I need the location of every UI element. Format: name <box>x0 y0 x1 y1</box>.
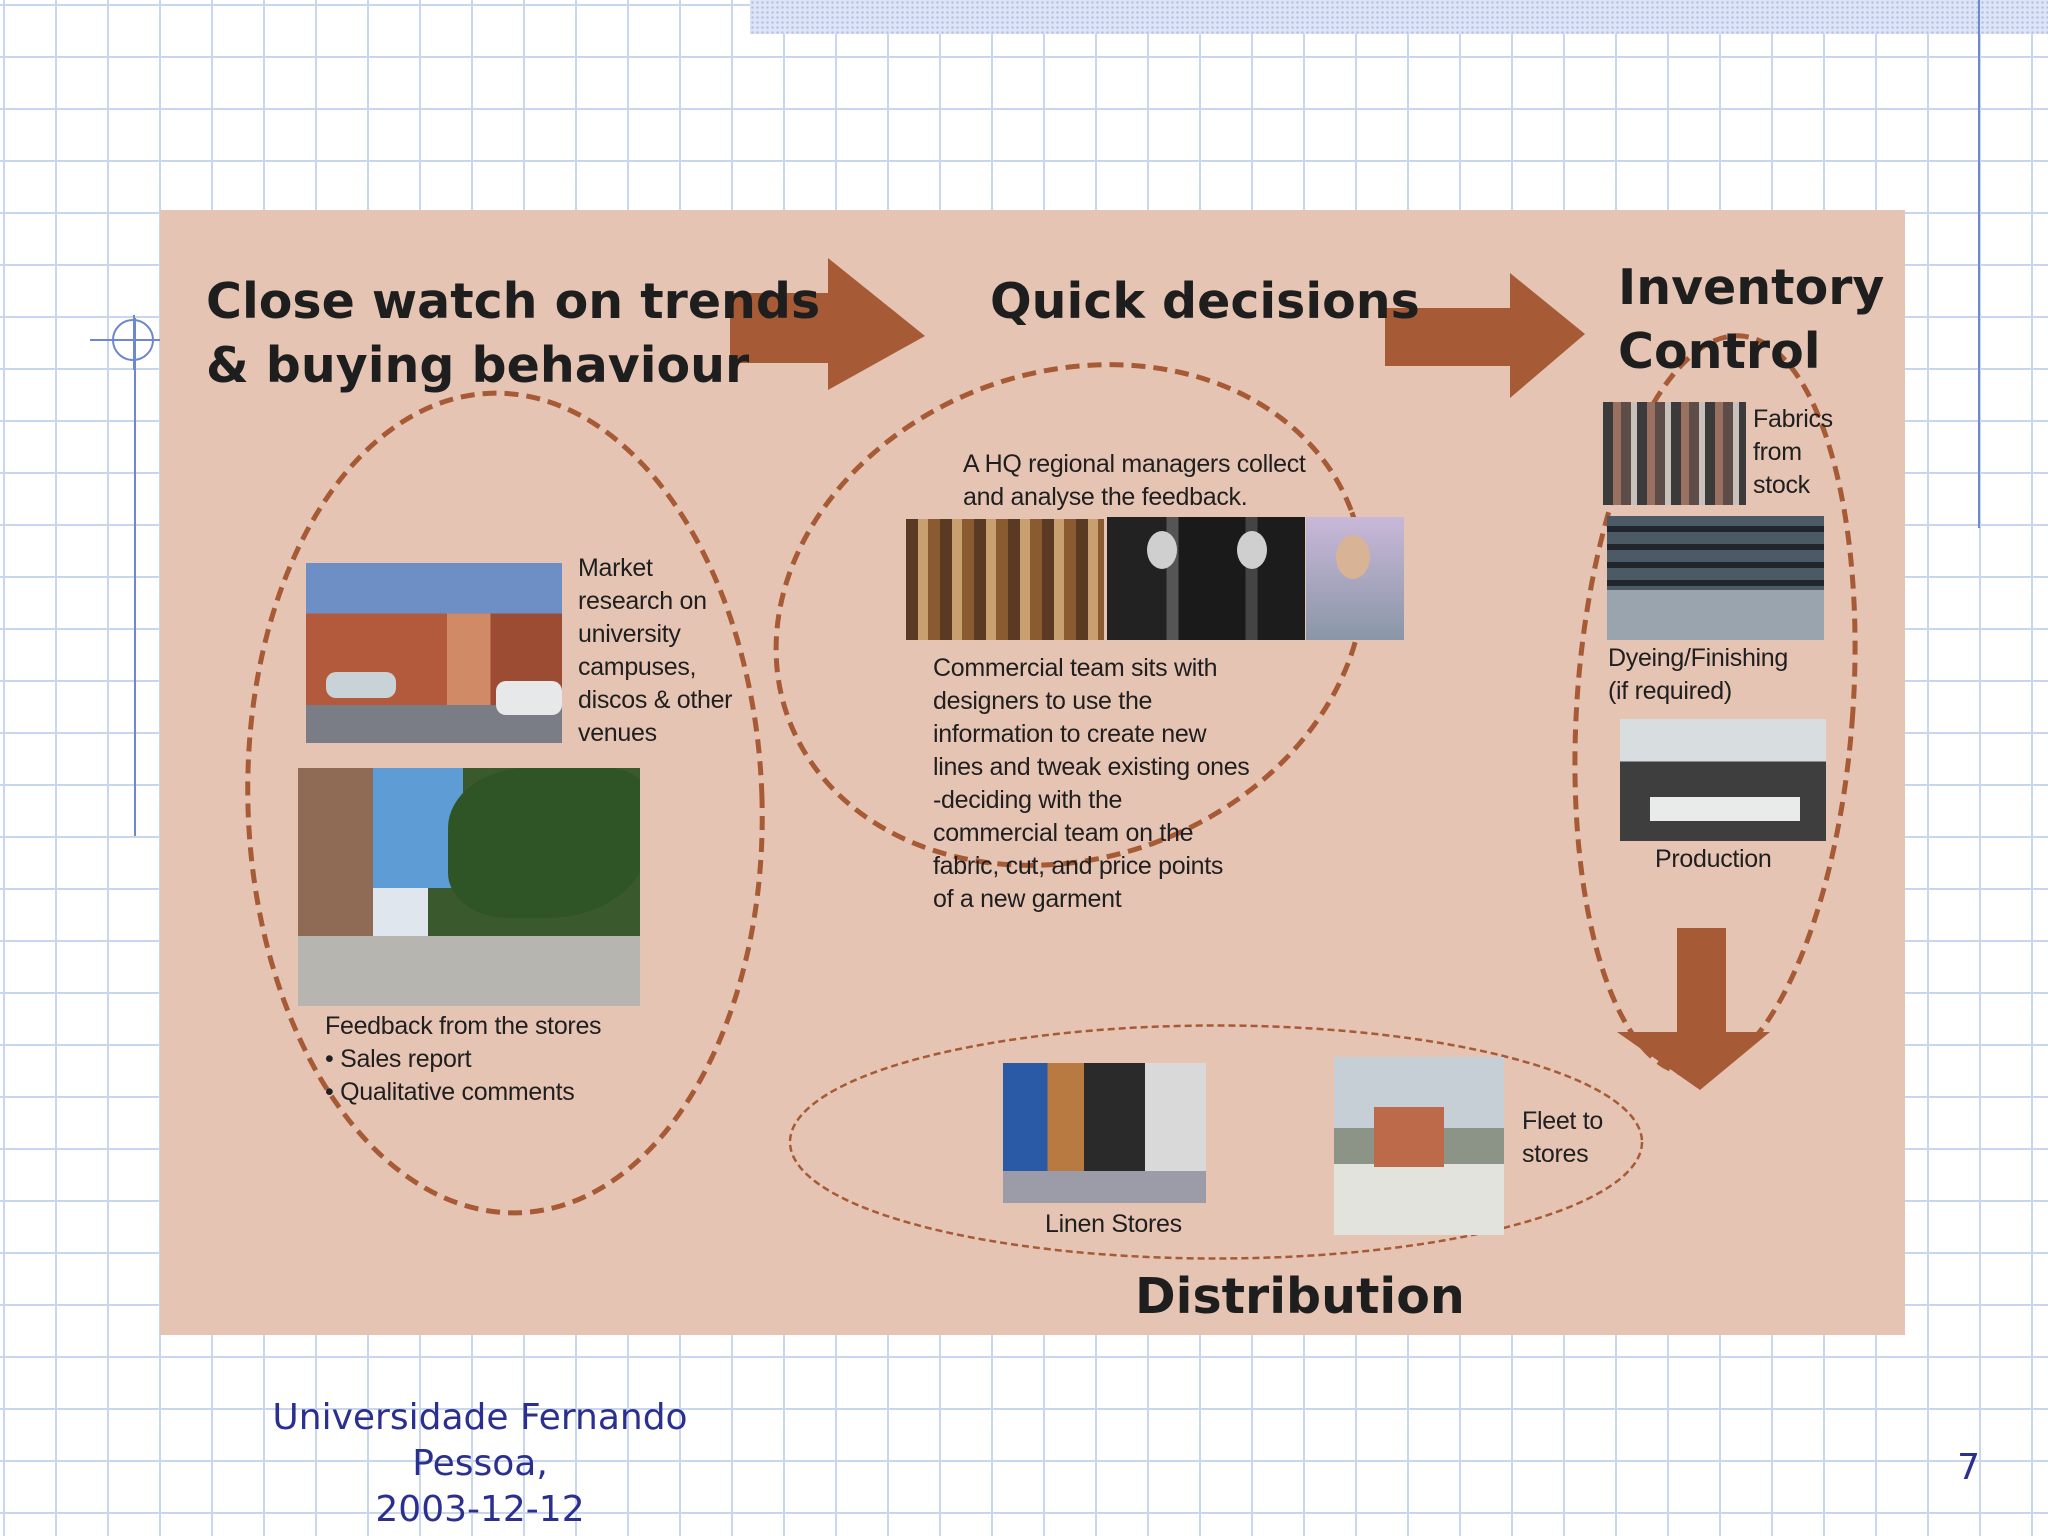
footer-institution-name: Universidade Fernando Pessoa, <box>272 1397 688 1484</box>
distribution-dashed-ellipse <box>788 1024 1644 1260</box>
left-vertical-rule <box>134 318 136 836</box>
production-photo <box>1620 719 1826 841</box>
decisions-dashed-ellipse <box>773 362 1367 868</box>
right-vertical-rule <box>1978 0 1980 528</box>
crosshair-icon <box>90 315 160 370</box>
fabrics-photo <box>1603 402 1746 505</box>
hq-managers-photo <box>1107 517 1305 640</box>
label-linen-stores: Linen Stores <box>1045 1210 1182 1238</box>
label-dyeing-finishing: Dyeing/Finishing (if required) <box>1608 644 1789 705</box>
footer-institution: Universidade Fernando Pessoa, 2003-12-12 <box>200 1395 760 1533</box>
heading-distribution: Distribution <box>1135 1268 1465 1325</box>
heading-quick-decisions: Quick decisions <box>990 273 1420 330</box>
top-decorative-band <box>750 0 2048 34</box>
label-commercial-team: Commercial team sits with designers to u… <box>933 654 1250 913</box>
diagram-overlay <box>245 258 1858 1260</box>
flow-arrows <box>730 258 1770 1090</box>
label-hq-managers: A HQ regional managers collect and analy… <box>963 450 1306 511</box>
label-fleet-to-stores: Fleet to stores <box>1522 1107 1603 1168</box>
arrow-down <box>1617 928 1770 1090</box>
label-production: Production <box>1655 845 1772 873</box>
campus-photo <box>306 563 562 743</box>
label-fabrics-from-stock: Fabrics from stock <box>1753 405 1833 499</box>
label-feedback-stores: Feedback from the stores • Sales report … <box>325 1012 602 1106</box>
dyeing-photo <box>1607 516 1824 640</box>
heading-inventory-control: Inventory Control <box>1618 259 1885 380</box>
arrow-right-2 <box>1385 273 1585 398</box>
hq-store-photo <box>906 519 1104 640</box>
label-market-research: Market research on university campuses, … <box>578 554 733 747</box>
fleet-photo <box>1334 1057 1504 1235</box>
arrow-right-1 <box>730 258 925 390</box>
hq-designer-photo <box>1306 517 1404 640</box>
diagram-panel: Close watch on trends & buying behaviour… <box>160 210 1905 1335</box>
linen-store-photo <box>1003 1063 1206 1203</box>
page-number: 7 <box>1957 1447 1980 1488</box>
footer-date: 2003-12-12 <box>375 1489 585 1530</box>
store-street-photo <box>298 768 640 1006</box>
heading-trends: Close watch on trends & buying behaviour <box>206 273 821 394</box>
trends-dashed-ellipse <box>245 390 765 1216</box>
